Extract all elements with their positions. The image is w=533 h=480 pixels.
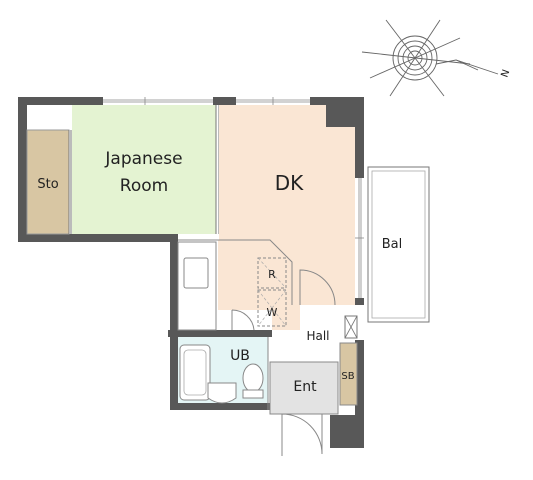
refrigerator-space <box>257 257 287 289</box>
washer-space <box>257 289 287 327</box>
compass-north-label: N <box>499 68 512 79</box>
shoe-box <box>339 342 358 406</box>
windows <box>103 97 364 298</box>
japanese-room-label-line1: Japanese <box>104 149 182 169</box>
shoe-box-label: SB <box>341 371 354 382</box>
entrance-area <box>269 361 339 415</box>
washbasin-icon <box>207 382 237 404</box>
entrance-label: Ent <box>293 379 317 395</box>
entrance-door-swing <box>281 413 323 456</box>
bathtub-icon <box>179 344 211 401</box>
unit-bath-label: UB <box>230 348 250 364</box>
sink-icon <box>183 257 209 289</box>
toilet-icon <box>242 363 264 393</box>
dining-kitchen-label: DK <box>275 171 304 195</box>
hall-label: Hall <box>306 329 329 343</box>
refrigerator-label: R <box>268 268 276 281</box>
hall-area <box>300 305 342 343</box>
japanese-room <box>72 105 216 234</box>
bath-door-swing <box>231 309 255 331</box>
storage-room <box>26 129 70 235</box>
balcony-area <box>367 166 430 323</box>
dk-door-swing <box>299 269 336 306</box>
dining-kitchen <box>218 105 355 330</box>
japanese-room-label-line2: Room <box>120 176 168 196</box>
balcony-label: Bal <box>382 237 403 252</box>
compass-rose-icon <box>361 19 499 97</box>
storage-label: Sto <box>37 177 58 192</box>
washer-label: W <box>267 306 278 319</box>
